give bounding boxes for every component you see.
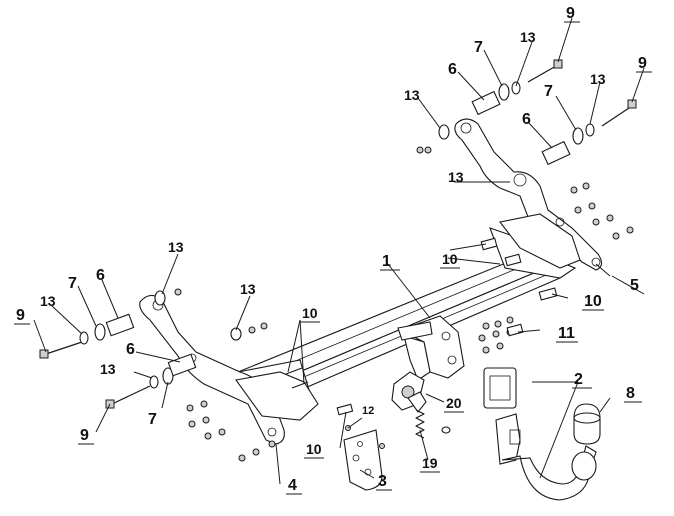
callout-7a: 7 <box>474 39 483 56</box>
callout-13g: 13 <box>40 293 56 309</box>
bolt-set-left-lower <box>105 353 197 409</box>
callout-13b: 13 <box>520 29 536 45</box>
electric-socket-bracket <box>343 429 383 491</box>
callout-12: 12 <box>362 405 374 417</box>
bolt-set-right-upper <box>424 59 563 154</box>
callout-13f: 13 <box>240 281 256 297</box>
ball-mount-plate <box>397 315 465 381</box>
callout-6a: 6 <box>448 61 457 78</box>
callout-9d: 9 <box>80 427 89 444</box>
label-underlines <box>14 21 652 495</box>
callout-4: 4 <box>288 477 297 494</box>
callout-10a: 10 <box>442 251 458 267</box>
leader-lines <box>33 17 645 485</box>
bolt-set-left-upper <box>39 288 182 359</box>
right-side-bracket <box>454 118 603 271</box>
callout-9b: 9 <box>638 55 647 72</box>
callout-13h: 13 <box>100 361 116 377</box>
callout-5: 5 <box>630 277 639 294</box>
callout-7b: 7 <box>544 83 553 100</box>
callout-1: 1 <box>382 253 391 270</box>
hardware-nuts <box>186 146 634 462</box>
callout-19: 19 <box>422 455 438 471</box>
callout-6b: 6 <box>522 111 531 128</box>
callout-10b: 10 <box>584 293 602 310</box>
callout-3: 3 <box>378 473 387 490</box>
bolts-10 <box>285 237 558 416</box>
tow-ball-cap <box>571 403 601 481</box>
left-side-bracket <box>139 294 319 445</box>
callout-13c: 13 <box>590 71 606 87</box>
tow-ball-neck <box>483 367 597 501</box>
spring <box>415 409 451 439</box>
callout-20: 20 <box>446 395 462 411</box>
callout-labels: 1 2 3 4 5 6 6 6 6 7 7 7 7 8 9 9 9 9 10 1… <box>16 5 647 494</box>
socket-plate <box>391 371 427 413</box>
callout-7c: 7 <box>68 275 77 292</box>
callout-9a: 9 <box>566 5 575 22</box>
callout-6d: 6 <box>126 341 135 358</box>
callout-10d: 10 <box>306 441 322 457</box>
callout-8: 8 <box>626 385 635 402</box>
callout-13a: 13 <box>404 87 420 103</box>
callout-13d: 13 <box>448 169 464 185</box>
callout-13e: 13 <box>168 239 184 255</box>
callout-7d: 7 <box>148 411 157 428</box>
callout-6c: 6 <box>96 267 105 284</box>
callout-10c: 10 <box>302 305 318 321</box>
callout-11: 11 <box>558 325 575 342</box>
callout-2: 2 <box>574 371 583 388</box>
callout-9c: 9 <box>16 307 25 324</box>
bolt-set-right-lower <box>541 99 637 166</box>
